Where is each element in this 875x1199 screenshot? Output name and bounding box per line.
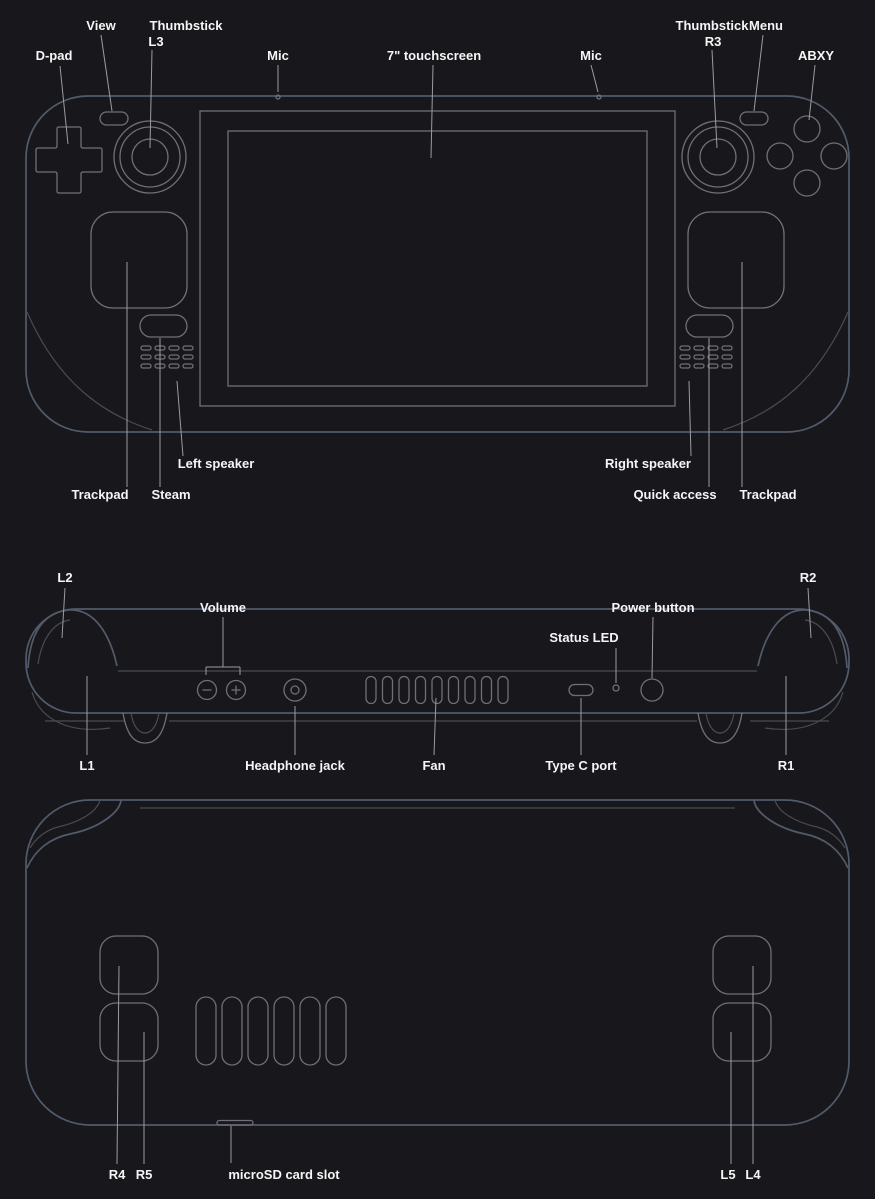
label-view: View (86, 18, 116, 34)
leader-r4 (116, 965, 120, 1165)
leader-d-pad (59, 65, 69, 145)
x-button (766, 142, 794, 170)
label-l4: L4 (745, 1167, 761, 1183)
label-trackpad-left: Trackpad (71, 487, 129, 503)
leader-view (100, 34, 113, 112)
y-button (793, 115, 821, 143)
label-power-button: Power button (611, 600, 695, 616)
abxy-buttons (766, 115, 848, 197)
d-pad (35, 126, 103, 194)
label-d-pad: D-pad (35, 48, 73, 64)
label-r3: R3 (704, 34, 722, 50)
leader-lines (59, 34, 816, 1165)
label-l2: L2 (57, 570, 73, 586)
label-steam: Steam (151, 487, 191, 503)
quick-access-button (685, 314, 734, 338)
front-body-outline (25, 95, 850, 433)
back-view (25, 799, 850, 1126)
left-speaker-grille (140, 345, 194, 369)
label-l1: L1 (79, 758, 95, 774)
leader-menu (753, 34, 764, 112)
leader-right-speaker (688, 380, 692, 457)
label-microsd: microSD card slot (228, 1167, 340, 1183)
power-button (640, 678, 664, 702)
top-view (25, 608, 850, 744)
label-type-c-port: Type C port (545, 758, 617, 774)
b-button (820, 142, 848, 170)
back-grip-right (753, 799, 849, 869)
leader-volume-bracket (205, 617, 241, 675)
label-volume: Volume (200, 600, 246, 616)
label-right-speaker: Right speaker (605, 456, 691, 472)
leader-thumbstick-r3 (711, 49, 718, 149)
label-fan: Fan (422, 758, 446, 774)
back-grip-left (26, 799, 122, 869)
label-r2: R2 (799, 570, 817, 586)
leader-left-speaker (176, 380, 184, 457)
r4-back-button (99, 935, 159, 995)
touchscreen-display (227, 130, 648, 387)
leader-fan (433, 697, 437, 756)
front-view (25, 94, 850, 433)
a-button (793, 169, 821, 197)
label-left-speaker: Left speaker (177, 456, 255, 472)
touchscreen-bezel (199, 110, 676, 407)
type-c-port (568, 683, 594, 697)
view-button (99, 111, 129, 126)
label-thumbstick-left: Thumbstick (149, 18, 223, 34)
label-l3: L3 (148, 34, 164, 50)
mic-right-dot (596, 94, 602, 100)
r5-back-button (99, 1002, 159, 1062)
label-trackpad-right: Trackpad (739, 487, 797, 503)
left-grip-contour (26, 311, 153, 431)
l5-back-button (712, 1002, 772, 1062)
label-mic-right: Mic (580, 48, 602, 64)
volume-up-icon (225, 679, 247, 701)
l4-back-button (712, 935, 772, 995)
l2-trigger (27, 609, 118, 669)
label-quick-access: Quick access (633, 487, 717, 503)
r2-trigger (757, 609, 848, 669)
leader-thumbstick-l3 (149, 49, 153, 149)
label-r1: R1 (777, 758, 795, 774)
label-menu: Menu (749, 18, 783, 34)
right-speaker-grille (679, 345, 733, 369)
label-l5: L5 (720, 1167, 736, 1183)
mic-left-dot (275, 94, 281, 100)
steam-button (139, 314, 188, 338)
fan-grille (365, 675, 509, 705)
status-led (612, 684, 620, 692)
leader-power-button (651, 616, 654, 679)
label-r4: R4 (108, 1167, 126, 1183)
label-r5: R5 (135, 1167, 153, 1183)
volume-down-icon (196, 679, 218, 701)
trackpad-right (687, 211, 785, 309)
label-thumbstick-right: Thumbstick (675, 18, 749, 34)
back-vent-grille (195, 996, 347, 1066)
thumbstick-r3 (681, 120, 755, 194)
leader-r2 (807, 587, 812, 639)
label-touchscreen: 7" touchscreen (386, 48, 482, 64)
thumbstick-top-silhouette-right (697, 712, 743, 744)
headphone-jack-port (283, 678, 307, 702)
label-headphone-jack: Headphone jack (245, 758, 345, 774)
leader-l2 (61, 587, 66, 639)
trackpad-left (90, 211, 188, 309)
label-mic-left: Mic (267, 48, 289, 64)
top-body-outline (25, 608, 850, 714)
leader-abxy (808, 64, 816, 121)
microsd-card-slot (216, 1119, 254, 1126)
label-abxy: ABXY (797, 48, 835, 64)
back-body-outline (25, 799, 850, 1126)
menu-button (739, 111, 769, 126)
thumbstick-top-silhouette-left (122, 712, 168, 744)
label-status-led: Status LED (549, 630, 619, 646)
rear-edge-strip (31, 691, 844, 730)
leader-touchscreen (430, 64, 434, 159)
leader-mic-right (590, 64, 599, 93)
